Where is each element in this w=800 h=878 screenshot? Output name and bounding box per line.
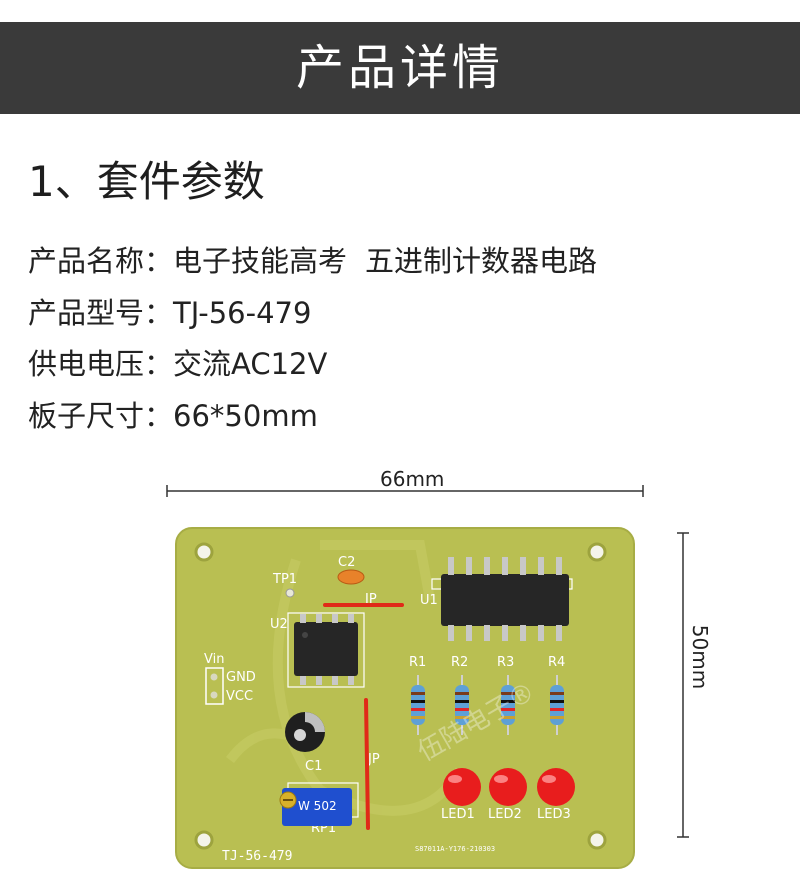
resistor-r1	[411, 675, 425, 735]
label-c1: C1	[305, 759, 322, 774]
spec-label: 产品型号：	[28, 296, 174, 330]
label-gnd: GND	[226, 670, 256, 685]
spec-label: 供电电压：	[28, 347, 174, 381]
dimension-width-label: 66mm	[380, 467, 445, 491]
ic-u1	[431, 557, 573, 641]
ic-u2	[287, 612, 365, 688]
spec-value: 66*50mm	[173, 399, 318, 433]
led-2	[489, 768, 527, 806]
led-3	[537, 768, 575, 806]
silkscreen-labels: TP1 C2 JP U1 U2 Vin GND VCC R1 R2 R3 R4 …	[204, 555, 571, 864]
label-r2: R2	[451, 655, 468, 670]
label-board-model: TJ-56-479	[222, 849, 292, 864]
test-point-tp1	[285, 588, 295, 598]
jumper-jp-mid	[364, 698, 370, 830]
label-serial: S87011A-Y176-210303	[415, 845, 495, 853]
label-vcc: VCC	[226, 689, 253, 704]
resistor-r3	[501, 675, 515, 735]
label-led3: LED3	[537, 807, 571, 822]
label-r4: R4	[548, 655, 565, 670]
spec-model: 产品型号：TJ-56-479	[28, 290, 311, 332]
page-title: 产品详情	[295, 40, 504, 96]
label-led2: LED2	[488, 807, 522, 822]
pot-marking: W 502	[298, 799, 337, 813]
spec-power: 供电电压：交流AC12V	[28, 341, 327, 383]
leds	[443, 768, 575, 806]
mounting-holes	[194, 542, 607, 850]
label-r3: R3	[497, 655, 514, 670]
label-tp1: TP1	[272, 572, 297, 587]
spec-product-name: 产品名称：电子技能高考五进制计数器电路	[28, 238, 597, 280]
capacitor-c2	[337, 569, 365, 585]
capacitor-c1	[285, 712, 325, 752]
label-u1: U1	[420, 593, 438, 608]
spec-value: 电子技能高考	[173, 244, 348, 278]
label-r1: R1	[409, 655, 426, 670]
label-c2: C2	[338, 555, 355, 570]
resistor-r4	[550, 675, 564, 735]
dimension-height-line	[677, 532, 689, 838]
power-connector	[205, 667, 224, 705]
label-jp-mid: JP	[367, 752, 380, 767]
spec-value: 五进制计数器电路	[365, 244, 598, 278]
dimension-width-line	[166, 485, 644, 497]
spec-value: 交流AC12V	[173, 347, 328, 381]
spec-label: 板子尺寸：	[28, 399, 174, 433]
led-1	[443, 768, 481, 806]
resistors	[411, 675, 564, 735]
spec-value: TJ-56-479	[173, 296, 312, 330]
header-banner: 产品详情	[0, 22, 800, 114]
label-vin: Vin	[204, 652, 224, 667]
section-heading: 1、套件参数	[28, 157, 265, 206]
label-u2: U2	[270, 617, 288, 632]
pcb-photo: TP1 C2 JP U1 U2 Vin GND VCC R1 R2 R3 R4 …	[150, 470, 710, 878]
spec-size: 板子尺寸：66*50mm	[28, 393, 318, 435]
pcb-illustration: TP1 C2 JP U1 U2 Vin GND VCC R1 R2 R3 R4 …	[166, 485, 689, 869]
resistor-r2	[455, 675, 469, 735]
label-led1: LED1	[441, 807, 475, 822]
potentiometer-rp1: W 502	[279, 782, 359, 826]
spec-label: 产品名称：	[28, 244, 174, 278]
